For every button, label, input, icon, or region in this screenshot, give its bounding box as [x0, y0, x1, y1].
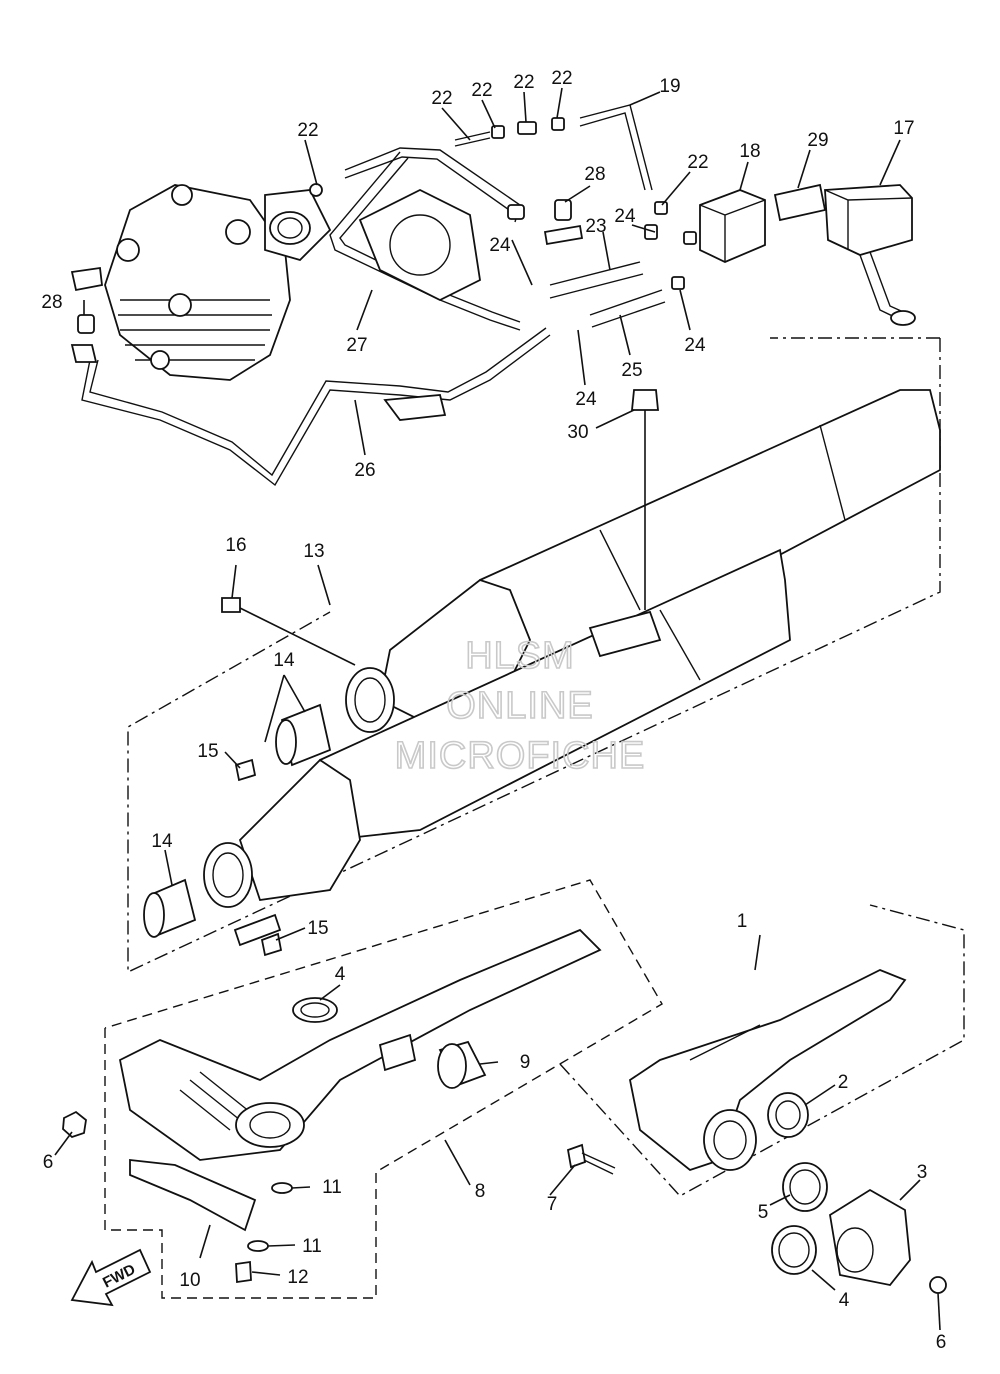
exhaust-pipes-assembly — [62, 389, 947, 1294]
callout-16: 16 — [225, 535, 246, 556]
callout-labels: 22 22 22 22 19 22 22 18 29 17 28 28 24 2… — [41, 68, 946, 1353]
callout-29: 29 — [807, 130, 828, 151]
callout-9: 9 — [520, 1052, 531, 1073]
watermark-line-1: HLSM — [465, 635, 575, 677]
callout-3: 3 — [917, 1162, 928, 1183]
forward-direction-arrow: FWD — [70, 1248, 152, 1307]
callout-15-a: 15 — [197, 741, 218, 762]
callout-4-a: 4 — [335, 964, 346, 985]
callout-17: 17 — [893, 118, 914, 139]
callout-14-b: 14 — [151, 831, 173, 852]
callout-6-b: 6 — [936, 1332, 947, 1353]
callout-7: 7 — [547, 1194, 558, 1215]
callout-1: 1 — [737, 911, 748, 932]
assembly-boundaries — [104, 337, 965, 1299]
callout-28-a: 28 — [584, 164, 605, 185]
callout-15-b: 15 — [307, 918, 328, 939]
callout-22-b: 22 — [551, 68, 572, 89]
callout-2: 2 — [838, 1072, 849, 1093]
callout-18: 18 — [739, 141, 760, 162]
callout-25: 25 — [621, 360, 642, 381]
callout-24-c: 24 — [684, 335, 706, 356]
callout-13: 13 — [303, 541, 324, 562]
callout-22-d: 22 — [687, 152, 708, 173]
callout-5: 5 — [758, 1202, 769, 1223]
watermark-line-2: ONLINE — [446, 685, 593, 727]
callout-12: 12 — [287, 1267, 308, 1288]
callout-24-a: 24 — [489, 235, 511, 256]
callout-6-a: 6 — [43, 1152, 54, 1173]
air-induction-system — [70, 104, 916, 487]
watermark-line-3: MICROFICHE — [395, 735, 646, 777]
callout-30: 30 — [567, 422, 588, 443]
callout-19: 19 — [659, 76, 680, 97]
watermark: HLSM ONLINE MICROFICHE — [394, 634, 646, 778]
callout-20: 22 — [513, 72, 534, 93]
callout-23: 23 — [585, 216, 606, 237]
callout-21: 22 — [431, 88, 452, 109]
callout-24-d: 24 — [575, 389, 597, 410]
callout-11-a: 11 — [322, 1177, 342, 1198]
callout-4-b: 4 — [839, 1290, 850, 1311]
callout-27: 27 — [346, 335, 367, 356]
callout-11-b: 11 — [302, 1236, 322, 1257]
callout-10: 10 — [179, 1270, 200, 1291]
callout-28-b: 28 — [41, 292, 62, 313]
engine-cylinder-head — [104, 184, 332, 381]
leader-lines — [54, 87, 941, 1331]
callout-22-a: 22 — [471, 80, 492, 101]
mufflers-assembly — [143, 389, 941, 947]
callout-22-c: 22 — [297, 120, 318, 141]
callout-26: 26 — [354, 460, 375, 481]
callout-24-b: 24 — [614, 206, 636, 227]
callout-8: 8 — [475, 1181, 486, 1202]
callout-14-a: 14 — [273, 650, 295, 671]
